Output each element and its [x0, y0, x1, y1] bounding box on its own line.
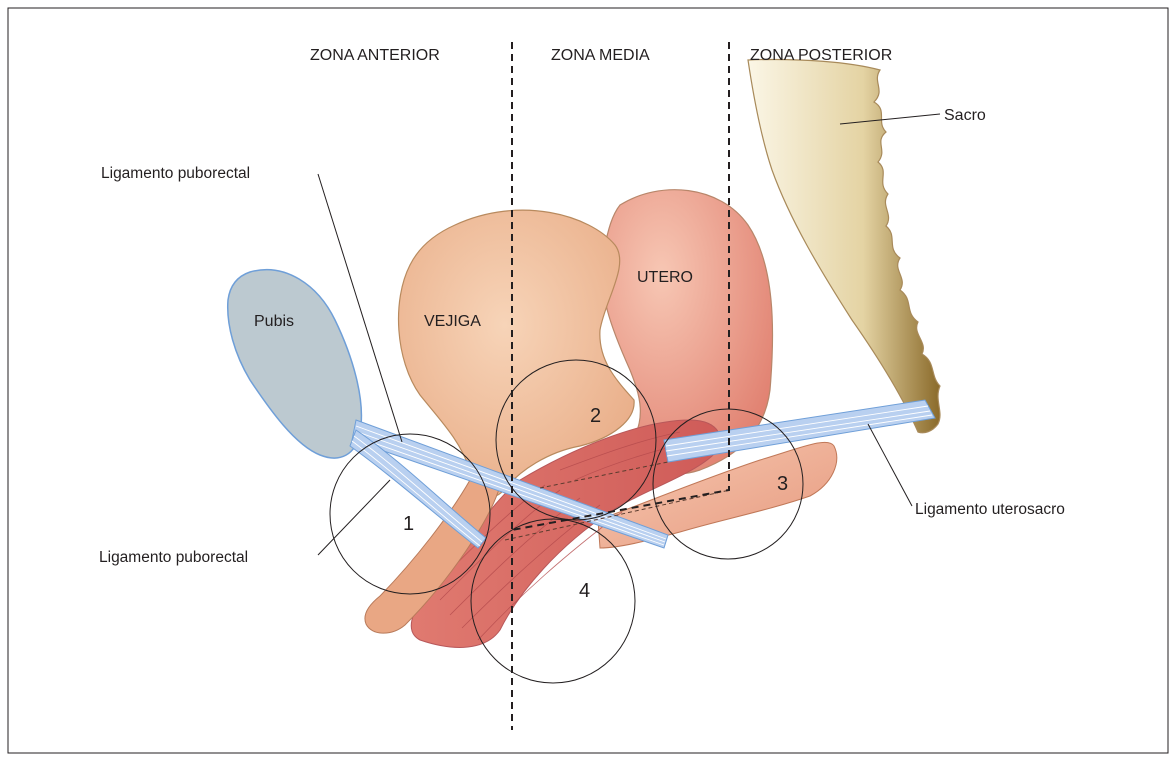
uterosacral-label: Ligamento uterosacro: [915, 501, 1065, 518]
puborectal-label-top: Ligamento puborectal: [101, 165, 250, 182]
zone-anterior-label: ZONA ANTERIOR: [310, 47, 440, 64]
bladder-label: VEJIGA: [424, 313, 481, 330]
zone-media-label: ZONA MEDIA: [551, 47, 650, 64]
circle-number-4: 4: [579, 580, 590, 602]
circle-number-2: 2: [590, 405, 601, 427]
circle-number-1: 1: [403, 513, 414, 535]
uterus-label: UTERO: [637, 269, 693, 286]
puborectal-label-bottom: Ligamento puborectal: [99, 549, 248, 566]
circle-number-3: 3: [777, 473, 788, 495]
zone-posterior-label: ZONA POSTERIOR: [750, 47, 892, 64]
pubis-label: Pubis: [254, 313, 294, 330]
sacrum-label: Sacro: [944, 107, 986, 124]
